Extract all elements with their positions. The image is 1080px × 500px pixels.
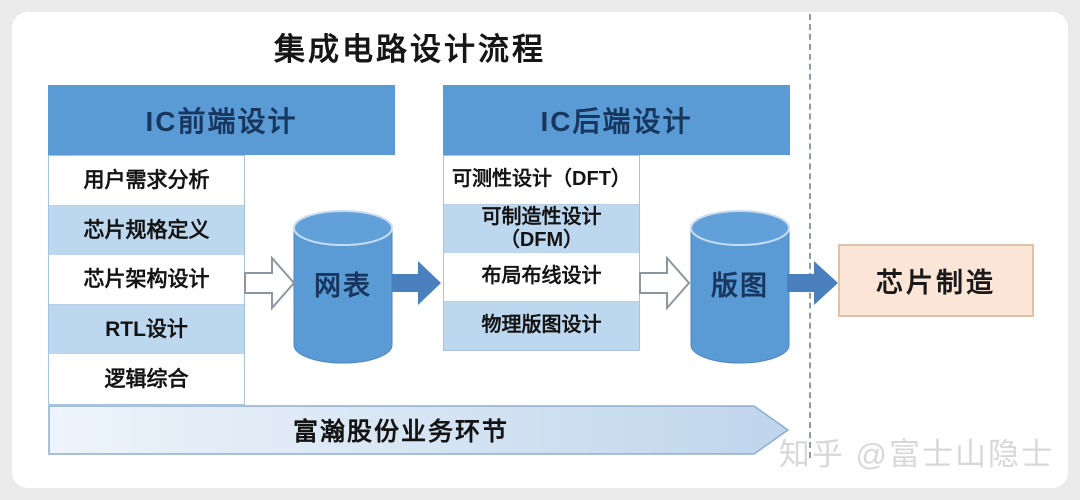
white-flow-arrow-icon — [244, 255, 296, 316]
step-logic-synthesis: 逻辑综合 — [49, 354, 244, 404]
step-user-requirement-analysis: 用户需求分析 — [49, 156, 244, 206]
step-physical-layout-design: 物理版图设计 — [444, 301, 639, 350]
chip-manufacturing-box: 芯片制造 — [838, 244, 1034, 317]
front-end-step-list: 用户需求分析 芯片规格定义 芯片架构设计 RTL设计 逻辑综合 — [48, 155, 245, 405]
white-flow-arrow-icon — [639, 255, 691, 316]
business-scope-banner: 富瀚股份业务环节 — [48, 405, 790, 455]
step-dfm-design: 可制造性设计 （DFM） — [444, 204, 639, 253]
cylinder-icon — [293, 210, 393, 364]
layout-label: 版图 — [711, 271, 769, 301]
solid-flow-arrow-icon — [787, 260, 839, 311]
diagram-title: 集成电路设计流程 — [274, 32, 546, 67]
banner-arrow-icon — [48, 405, 790, 455]
step-dft-design: 可测性设计（DFT） — [444, 156, 639, 205]
netlist-cylinder: 网表 — [293, 210, 393, 365]
step-rtl-design: RTL设计 — [49, 304, 244, 355]
back-end-step-list: 可测性设计（DFT） 可制造性设计 （DFM） 布局布线设计 物理版图设计 — [443, 155, 640, 351]
step-chip-spec-definition: 芯片规格定义 — [49, 205, 244, 256]
step-place-and-route: 布局布线设计 — [444, 253, 639, 302]
step-chip-architecture-design: 芯片架构设计 — [49, 255, 244, 305]
back-end-header: IC后端设计 — [443, 85, 790, 155]
netlist-label: 网表 — [314, 271, 372, 301]
layout-cylinder: 版图 — [690, 210, 790, 365]
design-manufacturing-boundary-line — [809, 14, 811, 458]
front-end-header: IC前端设计 — [48, 85, 395, 155]
cylinder-icon — [690, 210, 790, 364]
watermark-text: 知乎 @富士山隐士 — [778, 437, 1054, 472]
business-scope-label: 富瀚股份业务环节 — [292, 418, 509, 446]
solid-flow-arrow-icon — [392, 260, 442, 311]
